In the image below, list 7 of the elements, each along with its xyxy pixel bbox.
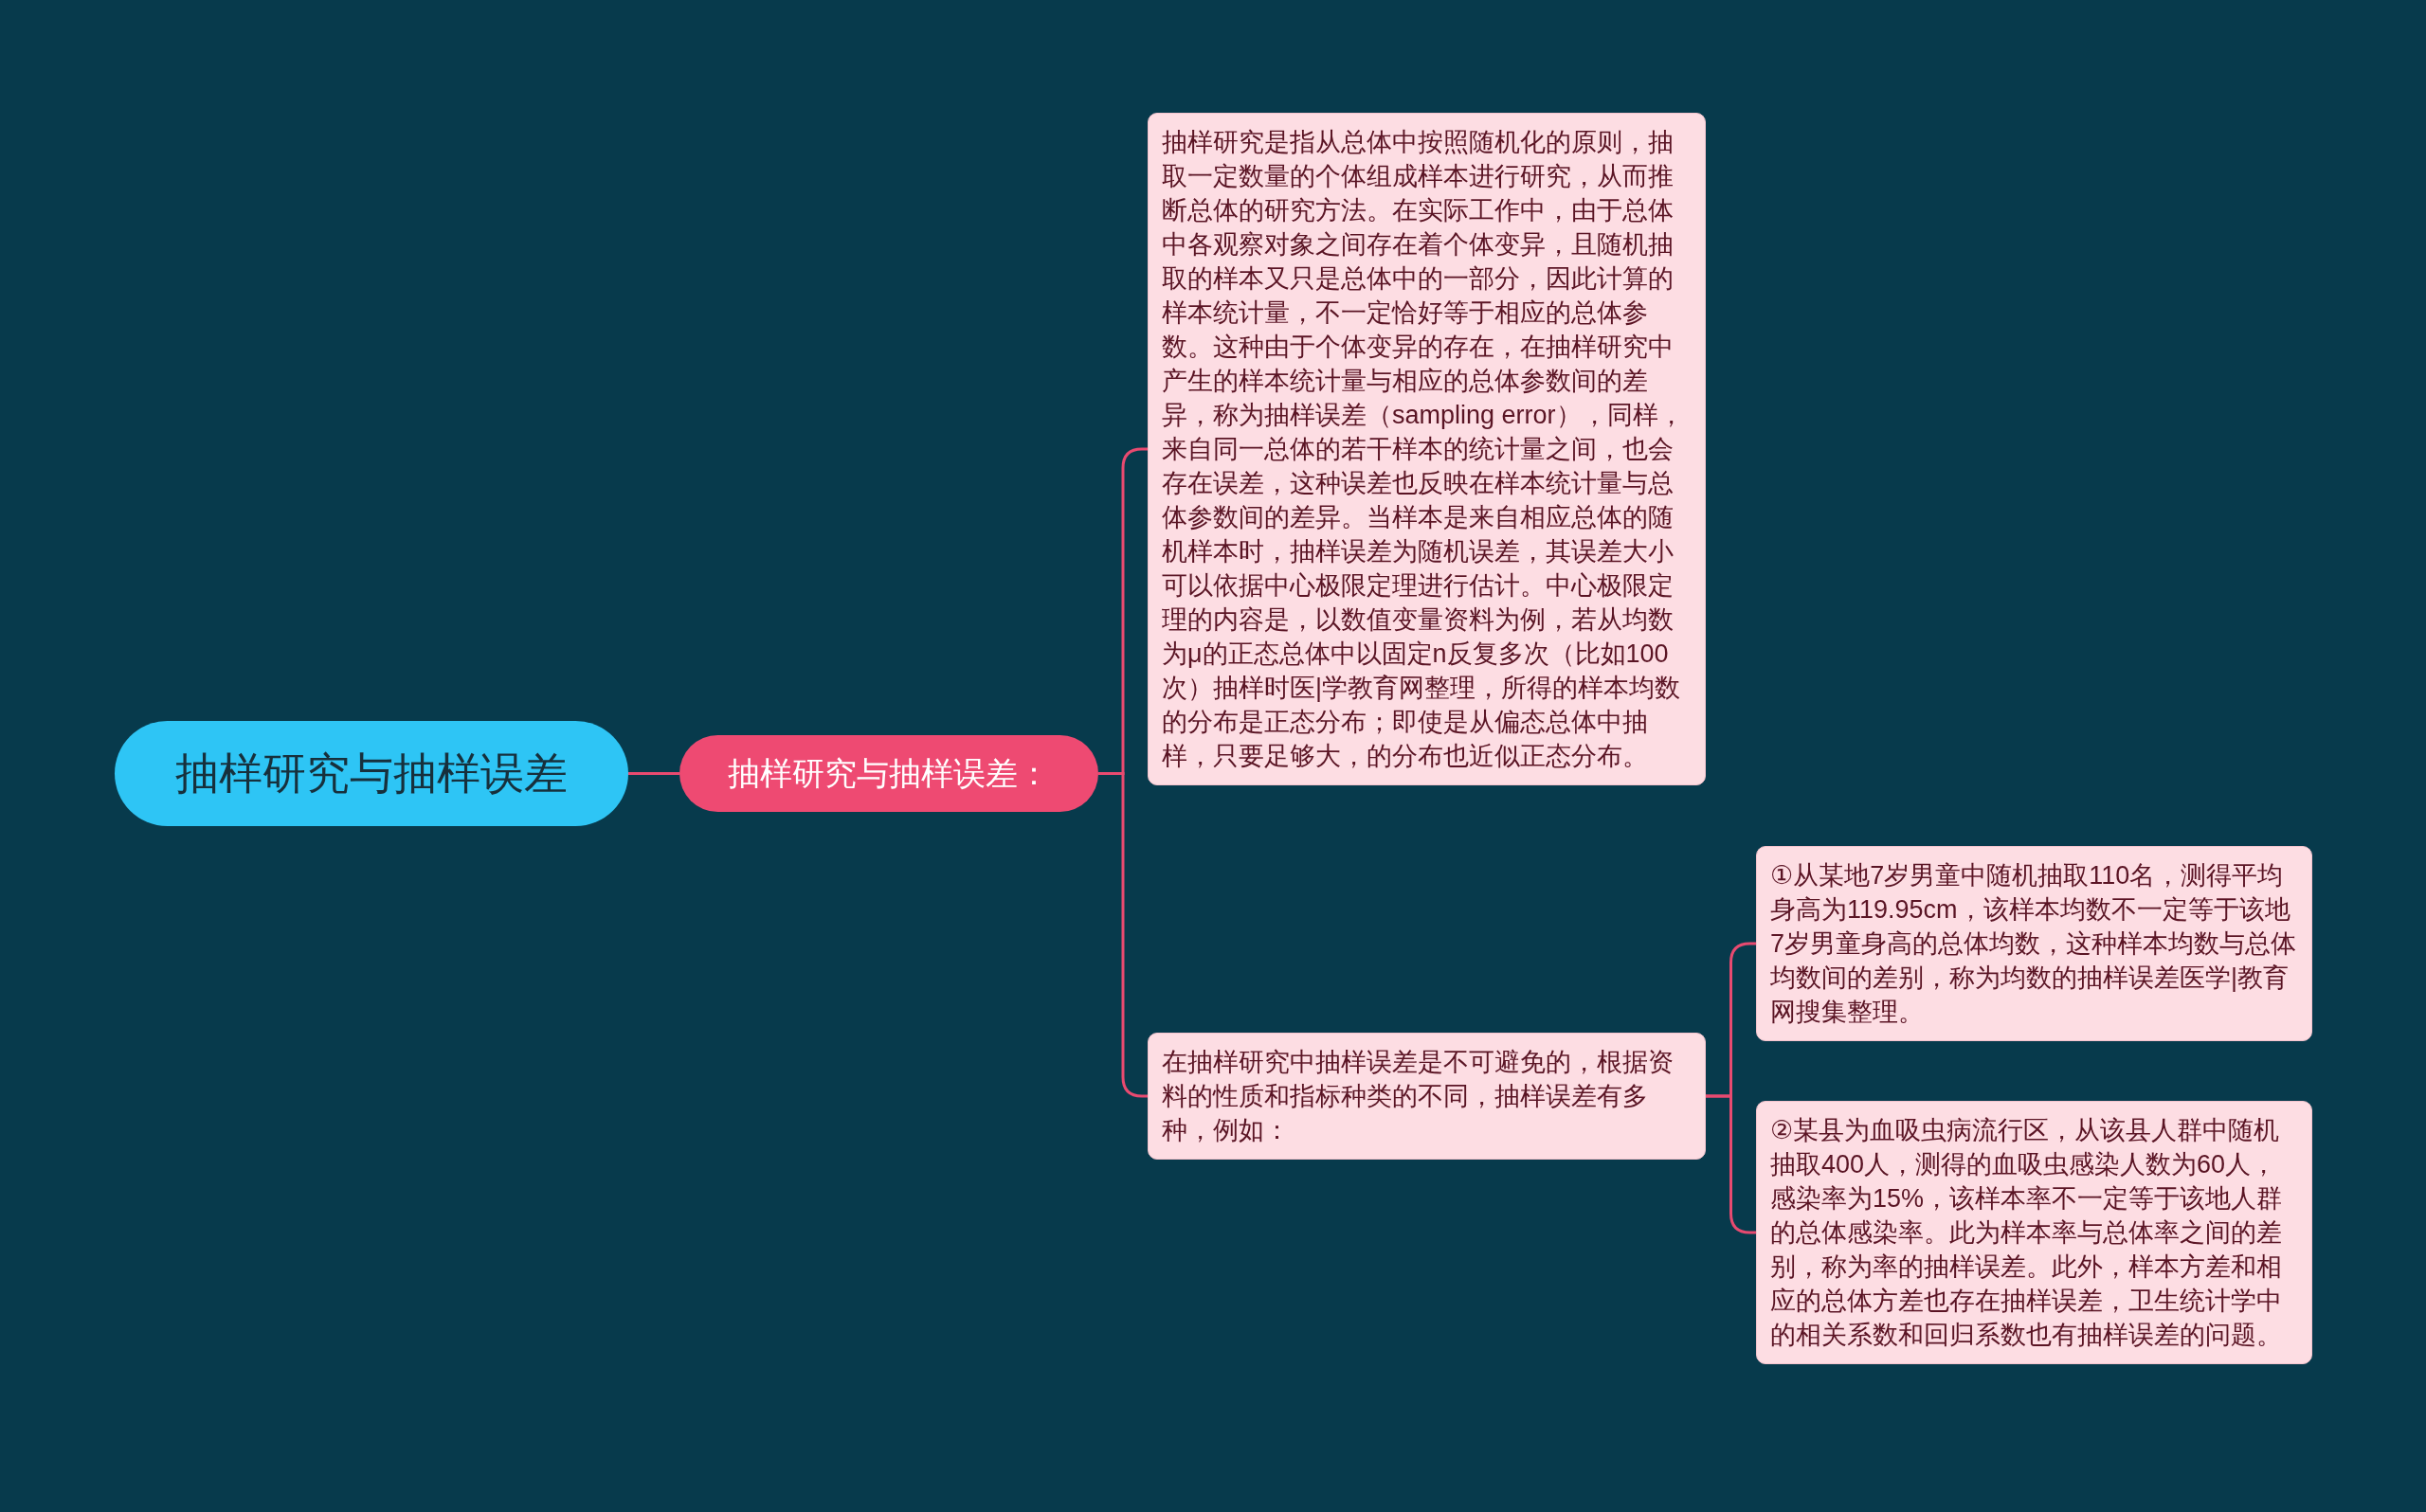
text-box: ①从某地7岁男童中随机抽取110名，测得平均身高为119.95cm，该样本均数不一定等于该地7岁男童身高的总体均数，这种样本均数与总体均数间的差别，称为均数的抽样误差医学|教育网搜集整理。 [1756,846,2312,1041]
text-box: 抽样研究是指从总体中按照随机化的原则，抽取一定数量的个体组成样本进行研究，从而推断总体的研究方法。在实际工作中，由于总体中各观察对象之间存在着个体变异，且随机抽取的样本又只是总体中的一部分，因此计算的样本统计量，不一定恰好等于相应的总体参数。这种由于个体变异的存在，在抽样研究中产生的样本统计量与相应的总体参数间的差异，称为抽样误差（sampling error），同样，来自同一总体的若干样本的统计量之间，也会存在误差，这种误差也反映在样本统计量与总体参数间的差异。当样本是来自相应总体的随机样本时，抽样误差为随机误差，其误差大小可以依据中心极限定理进行估计。中心极限定理的内容是，以数值变量资料为例，若从均数为μ的正态总体中以固定n反复多次（比如100次）抽样时医|学教育网整理，所得的样本均数的分布是正态分布；即使是从偏态总体中抽样，只要足够大，的分布也近似正态分布。 [1148,113,1706,785]
connector [628,772,679,775]
text-box: 在抽样研究中抽样误差是不可避免的，根据资料的性质和指标种类的不同，抽样误差有多种，例如： [1148,1033,1706,1160]
text-box: ②某县为血吸虫病流行区，从该县人群中随机抽取400人，测得的血吸虫感染人数为60人，感染率为15%，该样本率不一定等于该地人群的总体感染率。此为样本率与总体率之间的差别，称为率的抽样误差。此外，样本方差和相应的总体方差也存在抽样误差，卫生统计学中的相关系数和回归系数也有抽样误差的问题。 [1756,1101,2312,1364]
topic-box: 抽样研究与抽样误差： [679,735,1098,812]
central-topic: 抽样研究与抽样误差 [115,721,628,826]
